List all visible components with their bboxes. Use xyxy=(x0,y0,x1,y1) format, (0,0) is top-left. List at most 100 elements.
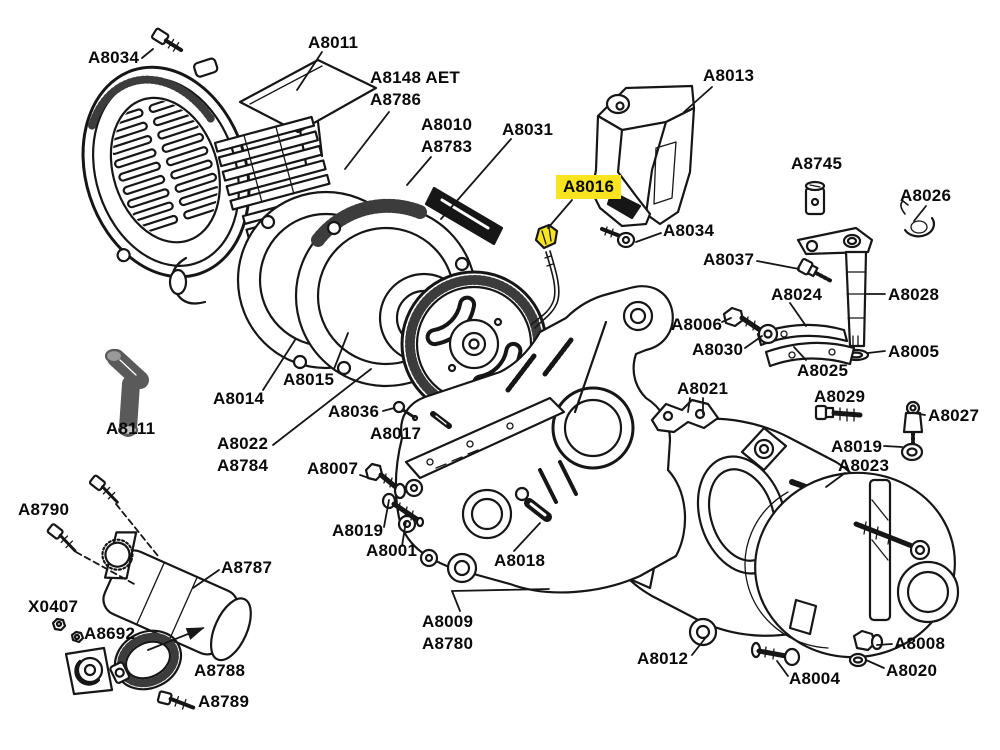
part-label-a8001[interactable]: A8001 xyxy=(366,541,418,560)
leader-line xyxy=(547,199,573,229)
leader-line xyxy=(883,445,903,448)
part-label-a8019[interactable]: A8019 xyxy=(831,437,883,456)
fan-cover xyxy=(81,57,251,279)
part-label-a8034[interactable]: A8034 xyxy=(88,48,140,67)
part-label-a8026[interactable]: A8026 xyxy=(900,186,952,205)
plug-a8008 xyxy=(852,629,884,652)
part-label-a8009[interactable]: A8009 xyxy=(422,612,474,631)
part-label-a8019[interactable]: A8019 xyxy=(332,521,384,540)
part-label-a8006[interactable]: A8006 xyxy=(671,315,723,334)
bolt-a8006-washer-a8030 xyxy=(722,306,779,345)
bolt-a8004 xyxy=(750,641,801,667)
part-label-a8780[interactable]: A8780 xyxy=(422,634,474,653)
part-label-a8023[interactable]: A8023 xyxy=(838,456,890,475)
part-label-a8012[interactable]: A8012 xyxy=(637,649,689,668)
part-label-a8788[interactable]: A8788 xyxy=(194,661,246,680)
part-label-a8008[interactable]: A8008 xyxy=(894,634,946,653)
leader-line xyxy=(406,156,432,186)
part-label-a8024[interactable]: A8024 xyxy=(771,285,823,304)
part-label-a8015[interactable]: A8015 xyxy=(283,370,335,389)
part-label-a8784[interactable]: A8784 xyxy=(217,456,269,475)
part-label-a8022[interactable]: A8022 xyxy=(217,434,269,453)
kickstart-shaft-a8028 xyxy=(796,226,874,348)
leader-line xyxy=(793,346,807,361)
part-label-a8014[interactable]: A8014 xyxy=(213,389,265,408)
part-label-a8011[interactable]: A8011 xyxy=(308,33,359,52)
elbow-pipe-a8111 xyxy=(104,348,149,437)
part-label-a8027[interactable]: A8027 xyxy=(928,406,980,425)
leader-line xyxy=(913,205,927,222)
part-label-a8787[interactable]: A8787 xyxy=(221,558,273,577)
bolt-a8789 xyxy=(156,690,196,710)
starter-motor xyxy=(46,474,252,710)
part-label-a8030[interactable]: A8030 xyxy=(692,340,744,359)
part-label-a8018[interactable]: A8018 xyxy=(494,551,546,570)
part-label-a8007[interactable]: A8007 xyxy=(307,459,359,478)
part-label-a8017[interactable]: A8017 xyxy=(370,424,422,443)
leader-line xyxy=(451,590,461,612)
part-label-a8786[interactable]: A8786 xyxy=(370,90,422,109)
part-label-a8037[interactable]: A8037 xyxy=(703,250,755,269)
leader-line xyxy=(383,499,390,528)
part-label-a8692[interactable]: A8692 xyxy=(84,624,136,643)
mount-lug-a8692 xyxy=(64,646,114,696)
screw-a8034-top xyxy=(150,27,184,53)
part-label-a8036[interactable]: A8036 xyxy=(328,402,380,421)
flywheel xyxy=(400,270,548,418)
leader-line xyxy=(141,48,154,59)
part-label-a8783[interactable]: A8783 xyxy=(421,137,473,156)
part-label-a8029[interactable]: A8029 xyxy=(814,387,866,406)
part-label-a8789[interactable]: A8789 xyxy=(198,692,250,711)
part-label-a8790[interactable]: A8790 xyxy=(18,500,70,519)
part-label-a8025[interactable]: A8025 xyxy=(797,361,849,380)
cover-long-bolt xyxy=(853,521,931,561)
bolt-a8037 xyxy=(796,257,834,284)
part-label-a8148-aet[interactable]: A8148 AET xyxy=(370,68,460,87)
washer-a8020 xyxy=(848,652,868,668)
part-label-x0407[interactable]: X0407 xyxy=(28,597,79,616)
leader-line xyxy=(333,332,349,370)
leader-line xyxy=(756,260,800,270)
leader-line xyxy=(382,407,395,412)
leader-line xyxy=(513,522,541,552)
leader-line xyxy=(451,588,550,592)
mount-strip xyxy=(424,186,504,246)
part-label-a8745[interactable]: A8745 xyxy=(791,154,843,173)
leader-line xyxy=(776,660,789,677)
leader-line xyxy=(744,335,763,349)
part-label-a8005[interactable]: A8005 xyxy=(888,342,940,361)
leader-line xyxy=(75,551,137,586)
leader-line xyxy=(789,302,807,327)
part-label-a8111[interactable]: A8111 xyxy=(106,419,156,438)
part-label-a8020[interactable]: A8020 xyxy=(886,661,938,680)
part-label-a8021[interactable]: A8021 xyxy=(677,379,729,398)
leader-line xyxy=(865,659,885,669)
screws-a8790 xyxy=(46,474,119,553)
spark-terminal-nut-highlighted xyxy=(534,223,559,250)
leader-line xyxy=(913,412,926,416)
part-label-a8010[interactable]: A8010 xyxy=(421,115,473,134)
breather-a8027-nut-a8019 xyxy=(900,400,924,462)
leader-line xyxy=(262,339,296,391)
leader-line xyxy=(683,86,713,113)
clamp-a8788 xyxy=(109,629,183,691)
part-label-a8004[interactable]: A8004 xyxy=(789,669,841,688)
bracket-a8021 xyxy=(650,398,720,434)
leader-line xyxy=(691,635,708,656)
part-label-a8034[interactable]: A8034 xyxy=(663,221,715,240)
rear-shroud xyxy=(590,84,696,228)
leader-line xyxy=(635,232,662,243)
leader-line xyxy=(147,627,205,651)
leader-lines xyxy=(75,48,927,677)
part-label-a8013[interactable]: A8013 xyxy=(703,66,755,85)
leader-line xyxy=(687,397,691,413)
leader-line xyxy=(825,472,846,488)
part-label-a8031[interactable]: A8031 xyxy=(502,120,554,139)
part-label-a8028[interactable]: A8028 xyxy=(888,285,940,304)
part-label-a8016[interactable]: A8016 xyxy=(556,175,622,199)
cover-lower-duct xyxy=(168,256,207,305)
leader-line xyxy=(876,643,893,646)
leader-line xyxy=(401,520,407,547)
